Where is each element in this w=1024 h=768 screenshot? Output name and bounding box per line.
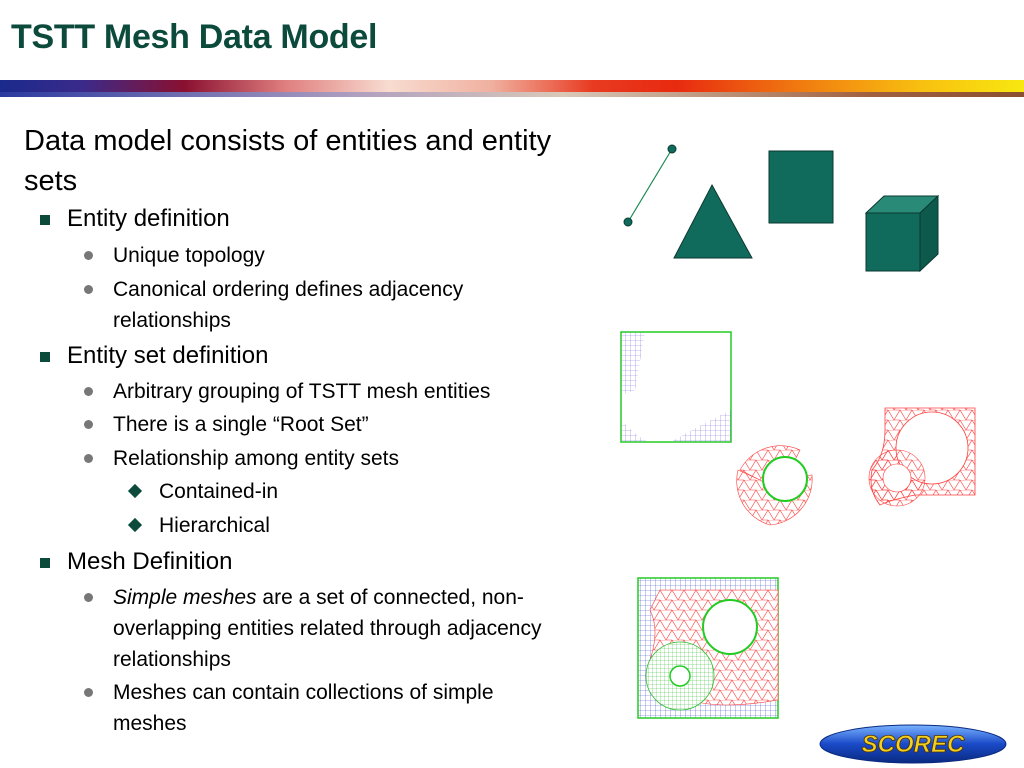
bullet-label: Mesh Definition: [67, 548, 233, 575]
divider-gradient: [0, 80, 1024, 92]
mesh-set-circle: [736, 445, 813, 526]
sub-sub-bullet-text: Hierarchical: [159, 514, 270, 537]
sub-bullet-rest: are a set of connected, non-overlapping …: [113, 586, 542, 671]
dot-bullet-icon: [84, 420, 93, 429]
sub-bullet-text: Meshes can contain collections of simple…: [113, 681, 494, 735]
sub-bullet-text: Canonical ordering defines adjacency rel…: [113, 278, 464, 332]
sub-bullet-text: Simple meshes are a set of connected, no…: [113, 582, 573, 675]
dot-bullet-icon: [84, 285, 93, 294]
combined-mesh: [637, 577, 779, 719]
mesh-set-square: [620, 331, 732, 443]
mesh-set-triangulated: [868, 407, 976, 507]
edge-entity: [623, 144, 677, 227]
sub-sub-bullet-text: Contained-in: [159, 480, 279, 503]
square-bullet-icon: [40, 215, 50, 225]
sub-bullet-text: There is a single “Root Set”: [113, 413, 369, 436]
dot-bullet-icon: [84, 387, 93, 396]
scorec-logo: SCOREC: [819, 724, 1007, 764]
triangle-entity: [673, 183, 753, 259]
title-divider-bar: [0, 80, 1024, 102]
dot-bullet-icon: [84, 251, 93, 260]
italic-term: Simple meshes: [113, 586, 257, 609]
dot-bullet-icon: [84, 454, 93, 463]
hexahedron-entity: [864, 194, 940, 273]
bullet-label: Entity definition: [67, 205, 230, 232]
dot-bullet-icon: [84, 688, 93, 697]
square-bullet-icon: [40, 558, 50, 568]
sub-bullet-text: Unique topology: [113, 244, 265, 267]
divider-underline: [0, 92, 1024, 97]
sub-bullet-text: Relationship among entity sets: [113, 447, 399, 470]
logo-text: SCOREC: [862, 731, 965, 758]
bullet-label: Entity set definition: [67, 342, 269, 369]
intro-text: Data model consists of entities and enti…: [24, 125, 552, 197]
quadrilateral-entity: [768, 150, 834, 224]
dot-bullet-icon: [84, 593, 93, 602]
square-bullet-icon: [40, 352, 50, 362]
slide-title: TSTT Mesh Data Model: [11, 18, 378, 56]
sub-bullet-text: Arbitrary grouping of TSTT mesh entities: [113, 380, 491, 403]
